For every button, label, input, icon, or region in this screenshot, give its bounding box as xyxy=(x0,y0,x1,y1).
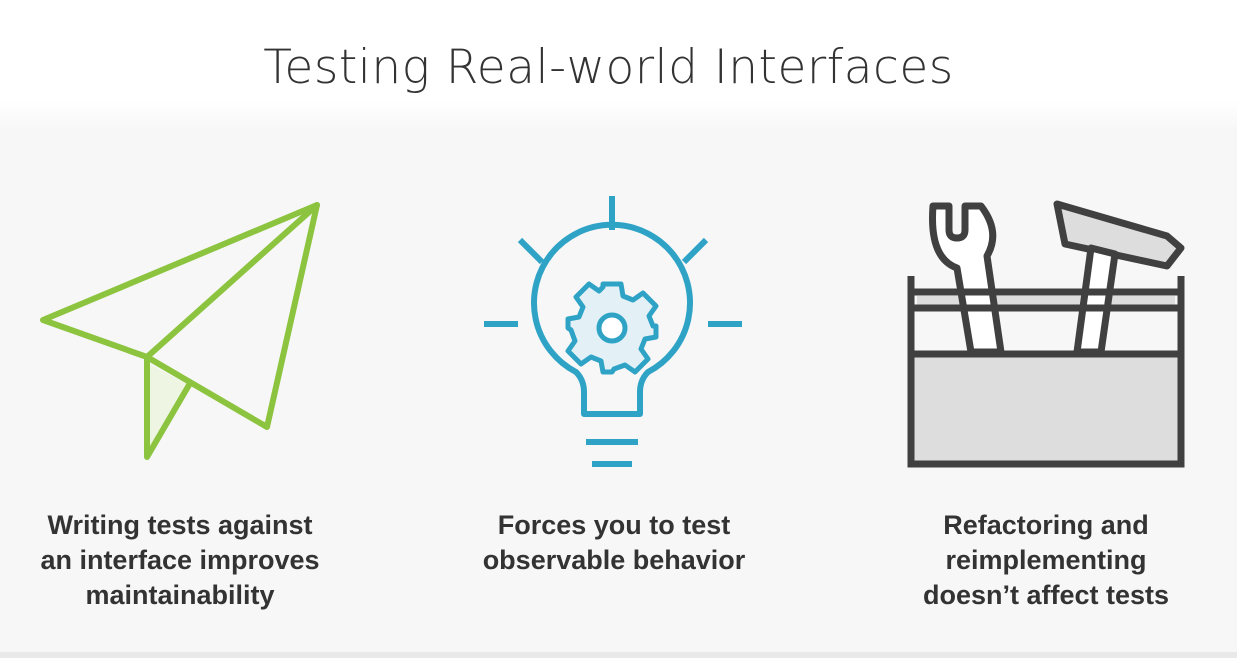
caption-line: Writing tests against xyxy=(47,510,313,540)
lightbulb-gear-icon xyxy=(484,196,742,467)
toolbox-icon xyxy=(907,200,1185,468)
caption-line: doesn’t affect tests xyxy=(922,580,1170,610)
bottom-strip xyxy=(0,652,1237,658)
lightbulb-column xyxy=(480,192,750,477)
caption-line: an interface improves xyxy=(40,545,320,575)
caption-line: reimplementing xyxy=(945,545,1147,575)
paper-plane-column xyxy=(35,195,335,465)
toolbox-column xyxy=(905,196,1190,471)
caption-observable-behavior: Forces you to test observable behavior xyxy=(434,508,794,578)
caption-line: maintainability xyxy=(85,580,275,610)
caption-maintainability: Writing tests against an interface impro… xyxy=(0,508,360,613)
caption-refactoring: Refactoring and reimplementing doesn’t a… xyxy=(866,508,1226,613)
caption-line: observable behavior xyxy=(482,545,746,575)
caption-line: Forces you to test xyxy=(497,510,731,540)
paper-plane-icon xyxy=(40,202,320,460)
slide-title: Testing Real-world Interfaces xyxy=(263,40,954,95)
caption-line: Refactoring and xyxy=(943,510,1149,540)
